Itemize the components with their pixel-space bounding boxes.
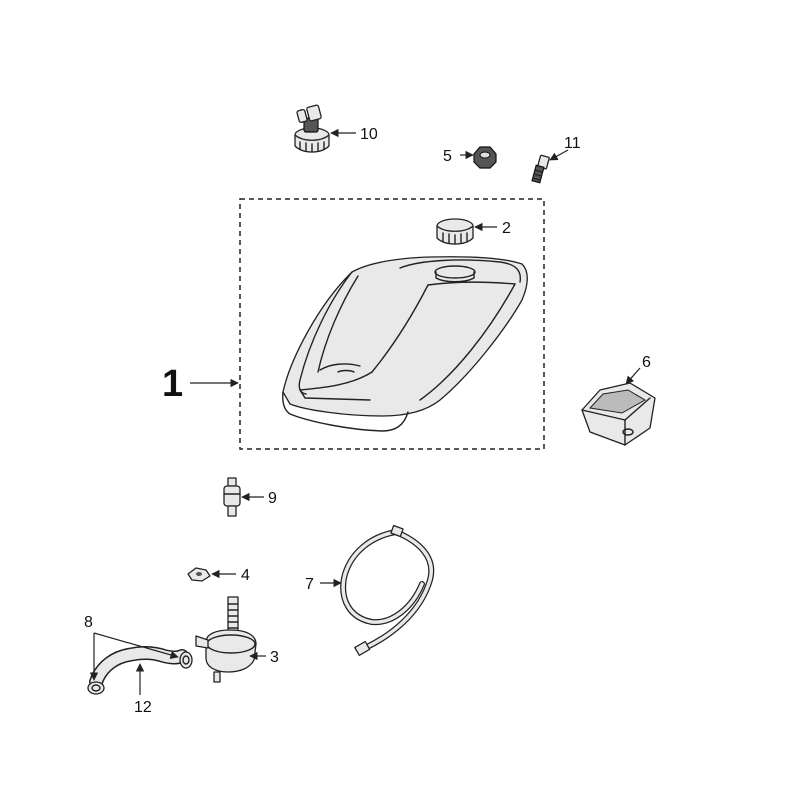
fuel-hose-part[interactable]: [340, 524, 435, 656]
callout-11: 11: [564, 135, 581, 152]
leader-11: [549, 149, 569, 161]
callout-10: 10: [360, 126, 378, 143]
callout-2: 2: [502, 220, 511, 237]
callout-12: 12: [134, 699, 152, 716]
callout-6: 6: [642, 354, 651, 371]
fuel-tank-part[interactable]: [282, 256, 528, 432]
callout-4: 4: [241, 567, 250, 584]
clip-part[interactable]: [187, 567, 211, 582]
callout-5: 5: [443, 148, 452, 165]
callout-9: 9: [268, 490, 277, 507]
tank-cap-part[interactable]: [436, 218, 474, 245]
nut-part[interactable]: [473, 146, 497, 169]
callout-7: 7: [305, 576, 314, 593]
hose-elbow-part[interactable]: [89, 646, 189, 689]
leader-6: [625, 367, 641, 385]
callout-3: 3: [270, 649, 279, 666]
bracket-part[interactable]: [581, 382, 656, 446]
assembly-box: [239, 198, 545, 450]
leader-8b: [93, 632, 179, 659]
fuel-filter-part[interactable]: [223, 477, 241, 517]
hose-clip-part-a[interactable]: [87, 681, 105, 695]
callout-1: 1: [162, 363, 183, 405]
fuel-tap-part[interactable]: [195, 596, 257, 683]
hose-clip-part-b[interactable]: [179, 651, 193, 669]
bolt-part[interactable]: [531, 154, 550, 184]
callout-8: 8: [84, 614, 93, 631]
locking-cap-part[interactable]: [294, 104, 330, 153]
